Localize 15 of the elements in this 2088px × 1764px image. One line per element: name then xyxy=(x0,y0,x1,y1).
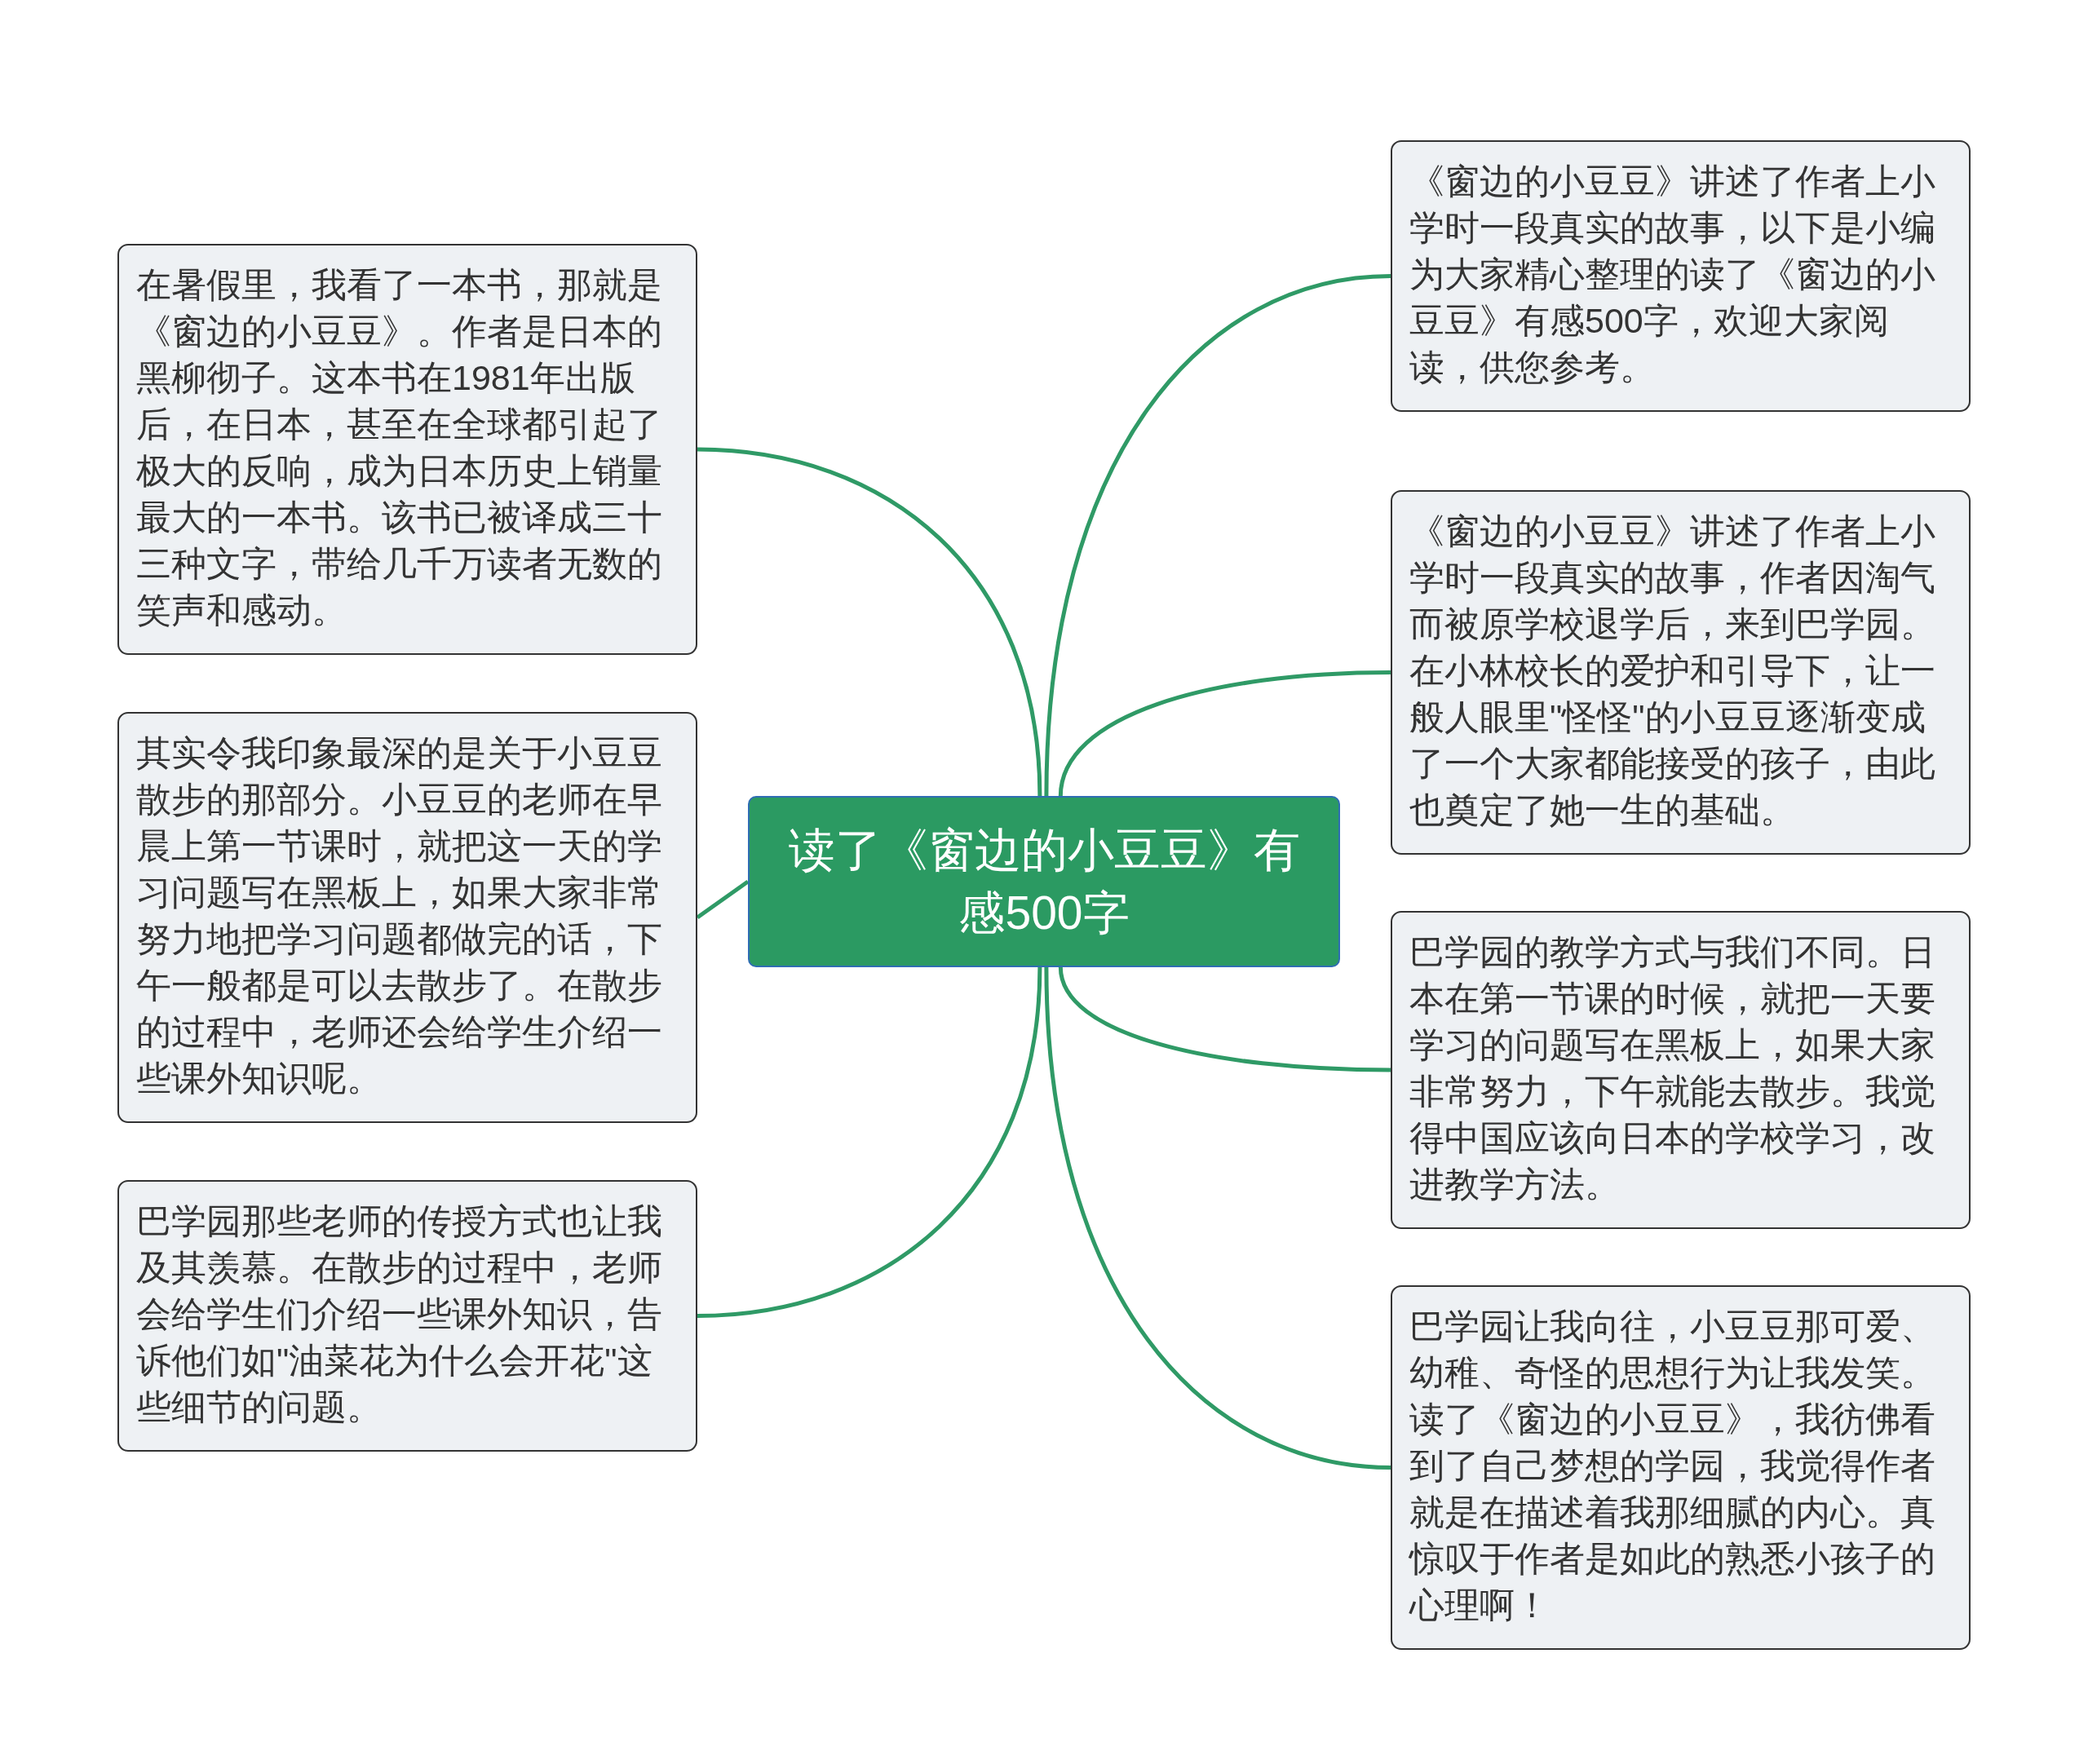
note-box: 《窗边的小豆豆》讲述了作者上小学时一段真实的故事，作者因淘气而被原学校退学后，来到巴学园。在小林校长的爱护和引导下，让一般人眼里"怪怪"的小豆豆逐渐变成了一个大家都能接受的孩子，由此也奠定了她一生的基础。 xyxy=(1391,490,1971,855)
central-topic-box: 读了《窗边的小豆豆》有感500字 xyxy=(748,796,1340,967)
note-box: 巴学园的教学方式与我们不同。日本在第一节课的时候，就把一天要学习的问题写在黑板上，如果大家非常努力，下午就能去散步。我觉得中国应该向日本的学校学习，改进教学方法。 xyxy=(1391,911,1971,1229)
connector-line xyxy=(697,966,1042,1318)
connector-line xyxy=(1044,966,1391,1470)
note-box: 在暑假里，我看了一本书，那就是《窗边的小豆豆》。作者是日本的黑柳彻子。这本书在1981年出版后，在日本，甚至在全球都引起了极大的反响，成为日本历史上销量最大的一本书。该书已被译成三十三种文字，带给几千万读者无数的笑声和感动。 xyxy=(117,244,697,655)
connector-line xyxy=(1058,966,1391,1072)
connector-line xyxy=(1058,670,1391,797)
connector-line xyxy=(697,447,1042,797)
connector-line xyxy=(696,879,750,920)
note-box: 其实令我印象最深的是关于小豆豆散步的那部分。小豆豆的老师在早晨上第一节课时，就把这一天的学习问题写在黑板上，如果大家非常努力地把学习问题都做完的话，下午一般都是可以去散步了。在散步的过程中，老师还会给学生介绍一些课外知识呢。 xyxy=(117,712,697,1123)
note-box: 巴学园那些老师的传授方式也让我及其羡慕。在散步的过程中，老师会给学生们介绍一些课外知识，告诉他们如"油菜花为什么会开花"这些细节的问题。 xyxy=(117,1180,697,1452)
note-box: 《窗边的小豆豆》讲述了作者上小学时一段真实的故事，以下是小编为大家精心整理的读了《窗边的小豆豆》有感500字，欢迎大家阅读，供您参考。 xyxy=(1391,140,1971,412)
connector-line xyxy=(1044,274,1391,797)
note-box: 巴学园让我向往，小豆豆那可爱、幼稚、奇怪的思想行为让我发笑。读了《窗边的小豆豆》，我彷佛看到了自己梦想的学园，我觉得作者就是在描述着我那细腻的内心。真惊叹于作者是如此的熟悉小孩子的心理啊！ xyxy=(1391,1285,1971,1650)
